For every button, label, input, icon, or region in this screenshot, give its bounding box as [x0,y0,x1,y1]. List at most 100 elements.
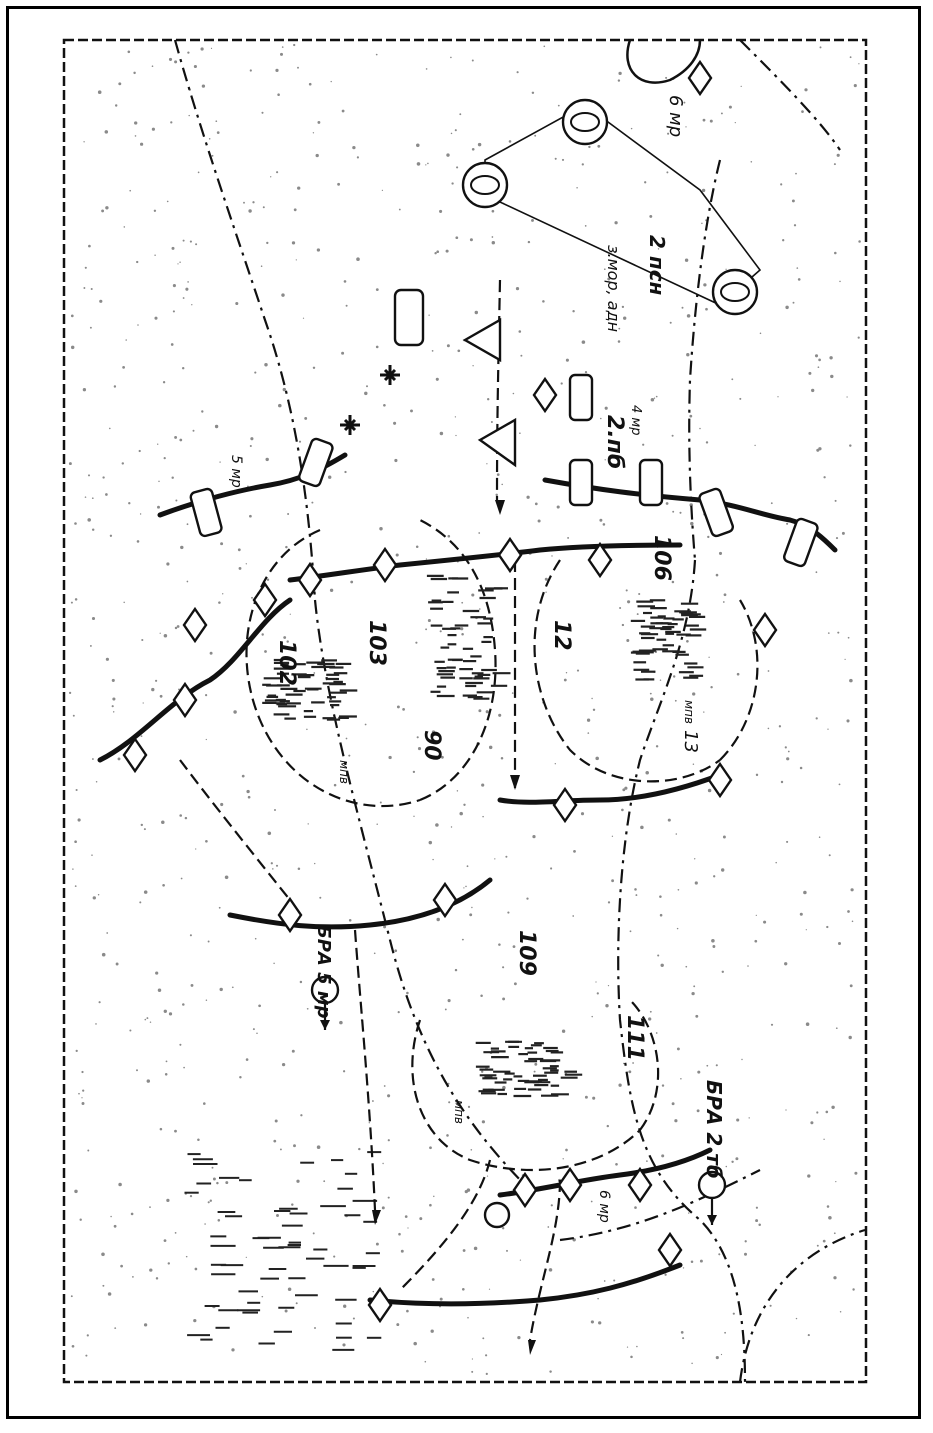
speckle [282,46,284,48]
speckle [112,679,115,682]
speckle [672,1102,675,1105]
speckle [169,1012,172,1015]
speckle [175,1232,177,1234]
speckle [72,868,73,869]
speckle [306,729,307,730]
speckle [98,90,102,94]
speckle [756,915,757,916]
speckle [435,823,439,827]
speckle [174,436,177,439]
label-height-109: 109 [514,930,539,976]
speckle [225,1181,228,1184]
speckle [768,728,770,730]
speckle [656,745,658,747]
speckle [562,1030,565,1033]
speckle [716,1064,718,1066]
speckle [166,562,169,565]
speckle [661,964,664,967]
speckle [128,51,131,54]
speckle [785,1109,786,1110]
speckle [91,854,93,856]
unit-diamond [709,764,731,796]
speckle [542,300,545,303]
speckle [416,545,419,548]
speckle [309,83,312,86]
speckle [106,658,109,661]
speckle [628,1070,631,1073]
speckle [344,471,346,473]
speckle [139,450,141,452]
speckle [88,474,90,476]
speckle [405,1215,408,1218]
speckle [585,371,587,373]
speckle [461,633,464,636]
speckle [251,597,253,599]
speckle [280,1148,282,1150]
speckle [572,310,574,312]
speckle [374,952,376,954]
speckle [835,1181,836,1182]
speckle [149,1206,151,1208]
speckle [90,645,92,647]
speckle [313,132,314,133]
speckle [413,816,414,817]
speckle [397,705,400,708]
speckle [250,69,252,71]
speckle [834,1232,836,1234]
speckle [220,803,223,806]
speckle [339,1021,343,1025]
speckle [147,1079,150,1082]
speckle [693,985,695,987]
speckle [215,120,217,122]
speckle [273,963,274,964]
speckle [463,1249,466,1252]
speckle [618,79,620,81]
speckle [83,287,85,289]
speckle [545,592,546,593]
speckle [82,1089,84,1091]
speckle [314,1327,316,1329]
speckle [618,1084,621,1087]
speckle [415,642,417,644]
speckle [760,333,762,335]
speckle [829,356,832,359]
speckle [317,121,320,124]
speckle [681,1331,684,1334]
speckle [852,921,854,923]
speckle [446,1134,449,1137]
speckle [472,1358,473,1359]
speckle [212,1167,214,1169]
speckle [786,841,788,843]
speckle [116,963,119,966]
speckle [815,354,818,357]
speckle [656,1032,658,1034]
speckle [384,1085,386,1087]
speckle [807,1174,810,1177]
speckle [303,318,304,319]
speckle [426,558,427,559]
speckle [538,519,541,522]
speckle [179,1044,181,1046]
speckle [429,1204,432,1207]
speckle [775,862,777,864]
speckle [519,330,522,333]
speckle [788,751,790,753]
speckle [83,141,84,142]
speckle [352,146,355,149]
speckle [73,715,75,717]
speckle [713,875,715,877]
speckle [630,930,632,932]
speckle [141,824,143,826]
speckle [858,337,860,339]
speckle [158,481,159,482]
speckle [534,135,536,137]
speckle [838,942,841,945]
speckle [242,775,245,778]
speckle [781,781,783,783]
speckle [485,1354,487,1356]
speckle [467,1188,471,1192]
label-2pb-extra: з.мор, адн [604,245,623,332]
speckle [188,115,189,116]
speckle [514,982,517,985]
